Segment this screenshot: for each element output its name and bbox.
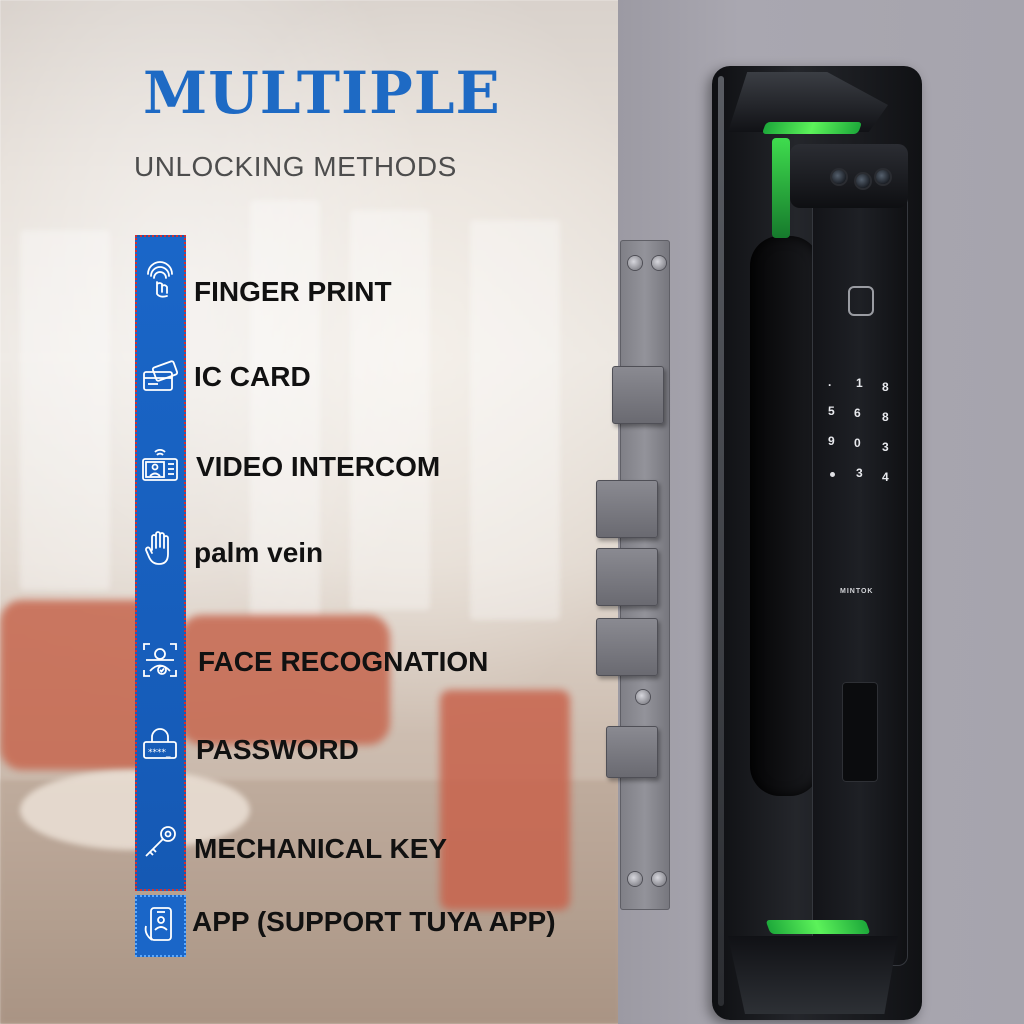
key-dot — [830, 472, 835, 477]
window-pane — [250, 200, 320, 620]
camera-lens-icon — [856, 174, 870, 188]
dead-bolt — [606, 726, 658, 778]
feature-label: FINGER PRINT — [194, 276, 392, 307]
face-recognition-icon — [136, 636, 184, 684]
window-pane — [350, 210, 430, 610]
fingerprint-touch-icon — [136, 256, 184, 304]
keypad-key: 8 — [882, 380, 889, 394]
keypad-key: 9 — [828, 434, 835, 448]
keypad-key: 3 — [856, 466, 863, 480]
screw — [652, 872, 666, 886]
feature-icon-strip-tail — [135, 895, 186, 957]
ic-card-icon — [136, 352, 184, 400]
keypad-key: 8 — [882, 410, 889, 424]
camera-lens-icon — [832, 170, 846, 184]
feature-label: APP (SUPPORT TUYA APP) — [192, 906, 556, 937]
window-pane — [20, 230, 110, 590]
lock-handle — [750, 236, 820, 796]
keypad-key: 4 — [882, 470, 889, 484]
screw — [628, 872, 642, 886]
keypad-key: 6 — [854, 406, 861, 420]
screw — [636, 690, 650, 704]
svg-text:****_: ****_ — [148, 748, 171, 758]
lock-brand: MINTOK — [840, 588, 874, 595]
dead-bolt — [596, 618, 658, 676]
lock-bottom-cap — [728, 936, 898, 1014]
keypad-key: 1 — [856, 376, 863, 390]
feature-icon-strip — [135, 235, 186, 891]
lock-edge-highlight — [718, 76, 724, 1006]
palm-icon — [136, 524, 184, 572]
feature-label: FACE RECOGNATION — [198, 646, 489, 677]
phone-app-icon — [136, 900, 184, 948]
latch-bolt — [612, 366, 664, 424]
feature-label: PASSWORD — [196, 734, 359, 765]
video-intercom-icon — [136, 440, 184, 488]
keypad-key: 0 — [854, 436, 861, 450]
feature-label: VIDEO INTERCOM — [196, 451, 441, 482]
sofa — [180, 615, 390, 745]
dead-bolt — [596, 480, 658, 538]
smart-lock: · 1 8 5 6 8 9 0 3 3 4 MINTOK — [712, 66, 922, 1020]
keypad-key: 3 — [882, 440, 889, 454]
chair — [440, 690, 570, 910]
green-light-strip — [772, 138, 790, 238]
camera-module — [790, 144, 908, 208]
feature-label: MECHANICAL KEY — [194, 833, 448, 864]
key-icon — [136, 818, 184, 866]
feature-label: palm vein — [194, 537, 324, 568]
window-pane — [470, 220, 560, 620]
green-light-strip — [765, 920, 871, 934]
dead-bolt — [596, 548, 658, 606]
keypad-key: 5 — [828, 404, 835, 418]
keyhole-cover — [842, 682, 878, 782]
page-title: MULTIPLE — [143, 59, 501, 127]
camera-lens-icon — [876, 170, 890, 184]
page-subtitle: UNLOCKING METHODS — [134, 151, 457, 182]
green-light-strip — [761, 122, 863, 134]
screw — [652, 256, 666, 270]
screw — [628, 256, 642, 270]
lock-front-panel — [812, 186, 908, 966]
fingerprint-sensor — [848, 286, 874, 316]
key-dot: · — [828, 378, 832, 392]
password-lock-icon: ****_ — [136, 722, 184, 770]
feature-label: IC CARD — [194, 361, 311, 392]
